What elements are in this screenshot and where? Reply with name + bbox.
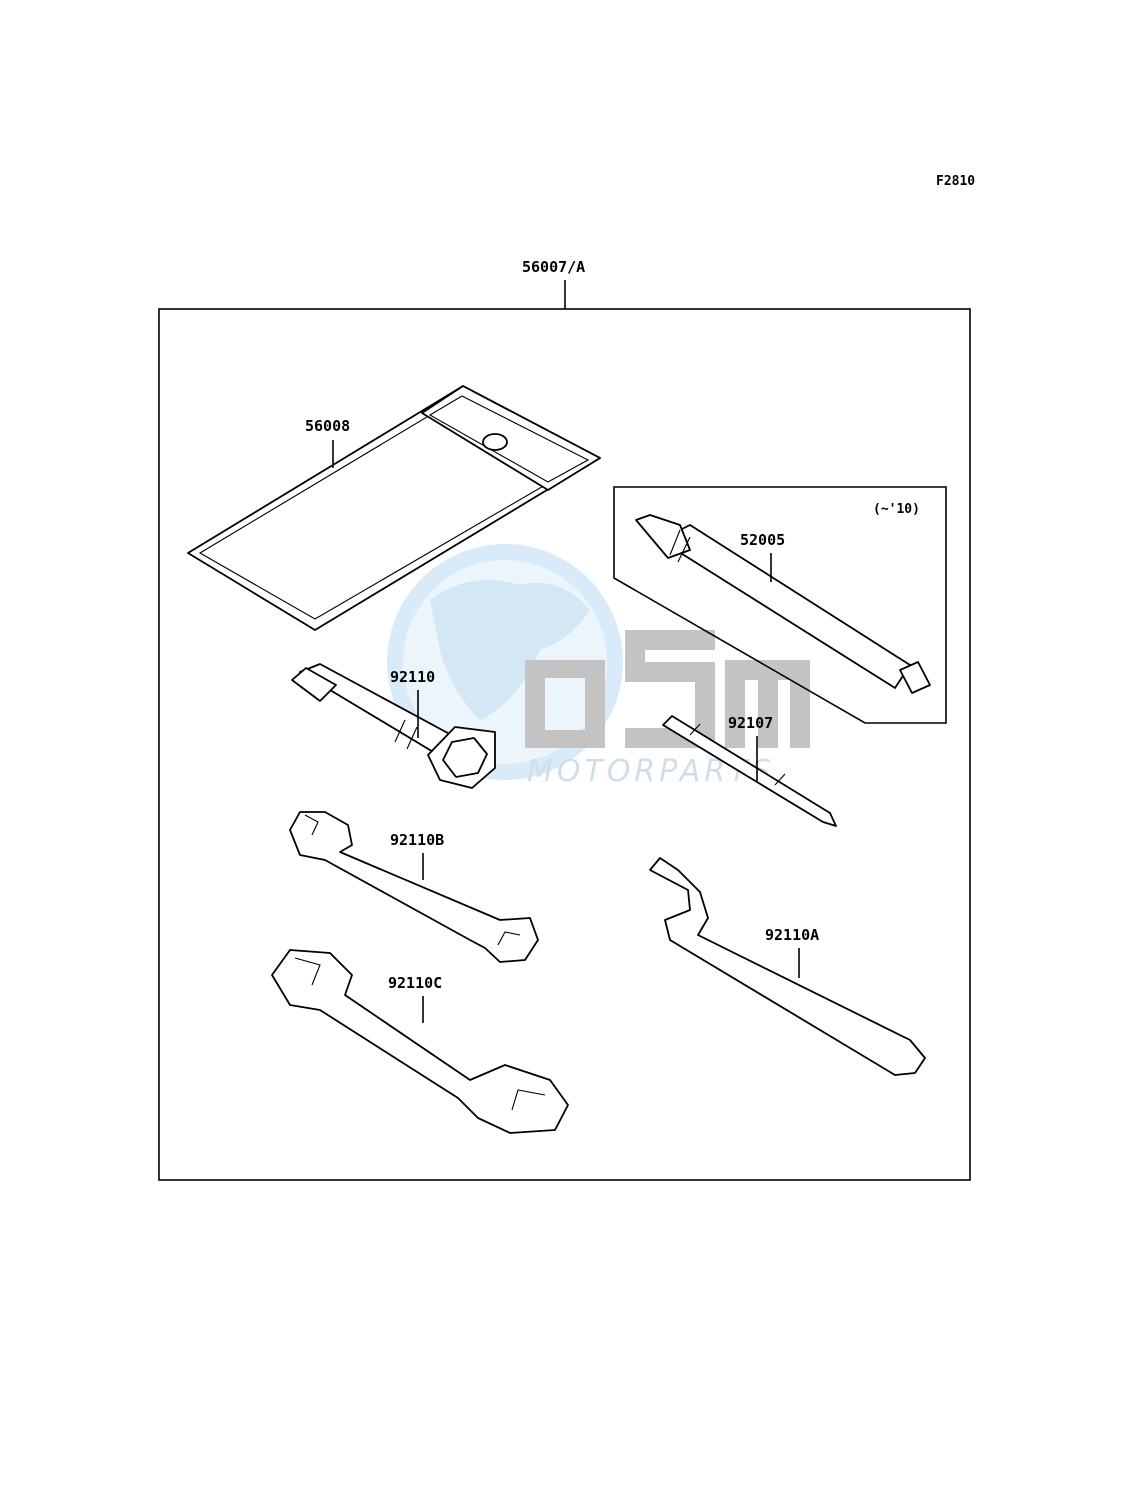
variant-note: (~'10) xyxy=(873,502,920,517)
kit-frame xyxy=(158,308,971,1181)
wrench-b: 92110B xyxy=(289,811,539,963)
screwdriver: 92107 xyxy=(662,714,837,827)
wrench-c: 92110C xyxy=(271,949,569,1134)
watermark: MOTORPARTS xyxy=(387,544,810,789)
spanner-a: 92110A xyxy=(649,857,926,1076)
label-screwdriver: 92107 xyxy=(728,714,773,732)
pump-tool: (~'10) 52005 xyxy=(613,486,947,724)
label-wrench-b: 92110B xyxy=(390,831,444,849)
watermark-letters-icon xyxy=(525,630,810,748)
kit-label: 56007/A xyxy=(522,258,585,276)
figure-code: F2810 xyxy=(936,174,975,189)
tool-case: 56008 xyxy=(187,385,601,631)
box-wrench: 92110 xyxy=(291,663,496,789)
label-case: 56008 xyxy=(305,417,350,435)
label-spanner-a: 92110A xyxy=(765,926,819,944)
label-pump-tool: 52005 xyxy=(740,531,785,549)
label-wrench-c: 92110C xyxy=(388,974,442,992)
label-box-wrench: 92110 xyxy=(390,668,435,686)
